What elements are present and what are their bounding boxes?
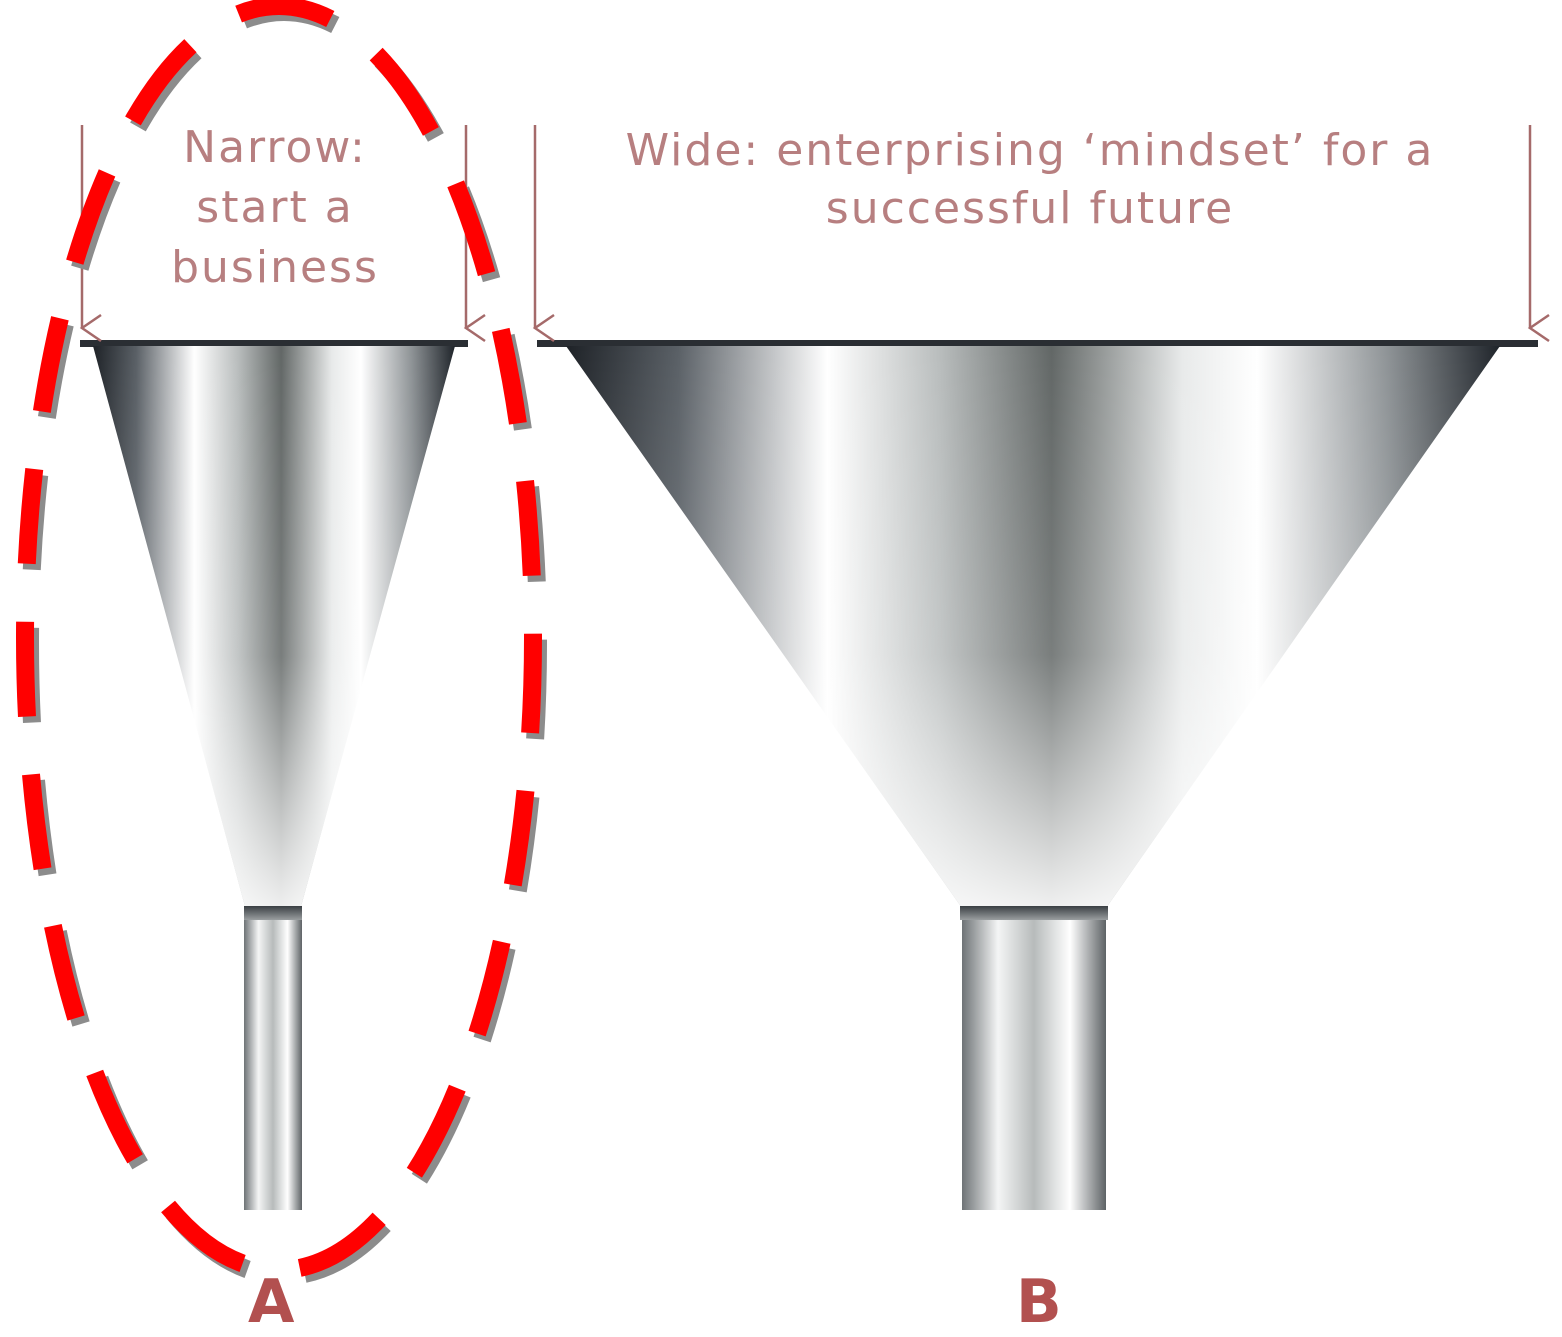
funnel-a-label: Narrow: start a business [171,122,379,293]
funnel-a-spout [244,920,302,1210]
funnel-a-spout-collar [244,906,302,920]
funnel-b-spout [962,920,1106,1210]
funnel-a-cone-fade [93,346,455,910]
funnel-b-rim [537,340,1538,347]
funnel-b [537,340,1538,1210]
funnel-a-letter: A [248,1267,295,1337]
funnel-b-letter: B [1016,1267,1062,1337]
funnel-a-rim [80,340,468,347]
highlight-ellipse-dashes [16,0,542,1279]
funnel-a [80,340,468,1210]
funnel-b-label: Wide: enterprising ‘mindset’ for a succe… [625,125,1435,234]
highlight-ellipse [16,0,547,1285]
funnel-b-spout-collar [960,906,1108,920]
funnel-b-cone-fade [566,346,1500,908]
